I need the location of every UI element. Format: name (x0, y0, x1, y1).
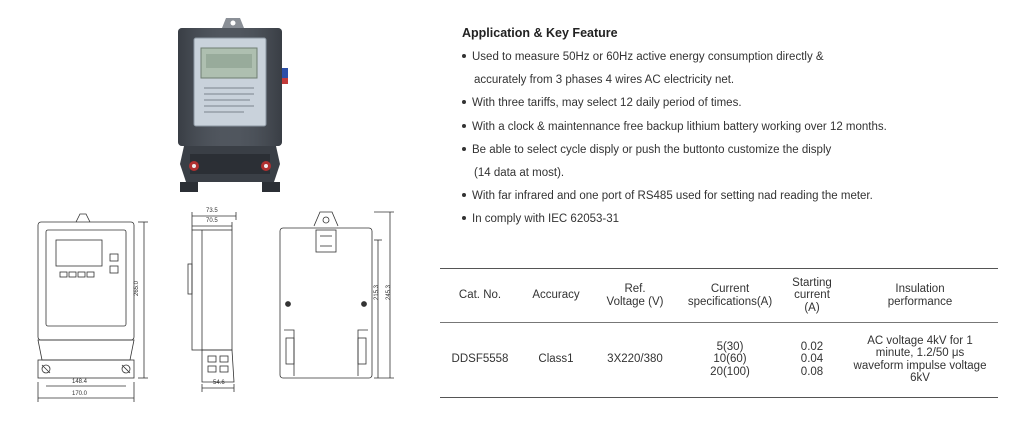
bullet-icon (462, 146, 466, 151)
feature-item: Be able to select cycle disply or push t… (462, 139, 1002, 162)
header-starting-current: Starting current (A) (792, 276, 832, 314)
bullet-icon (462, 216, 466, 221)
side-bottom-dimension: 54.6 (213, 380, 225, 386)
feature-item: Used to measure 50Hz or 60Hz active ener… (462, 46, 1002, 69)
feature-item: In comply with IEC 62053-31 (462, 208, 1002, 231)
side-view-drawing (187, 212, 237, 392)
bullet-icon (462, 193, 466, 198)
cell-cat-no: DDSF5558 (451, 353, 509, 366)
features-list: Used to measure 50Hz or 60Hz active ener… (462, 46, 1002, 232)
front-view-drawing (37, 213, 148, 402)
side-top-outer-dimension: 73.5 (206, 208, 218, 214)
back-view-drawing (279, 211, 394, 379)
cell-current-spec: 5(30) 10(60) 20(100) (710, 340, 750, 378)
header-ref-voltage: Ref. Voltage (V) (606, 283, 664, 308)
spec-table: Cat. No. Accuracy Ref. Voltage (V) Curre… (440, 268, 998, 398)
header-cat-no: Cat. No. (458, 289, 502, 302)
front-width-outer-dimension: 170.0 (72, 391, 88, 397)
features-section: Application & Key Feature Used to measur… (462, 26, 1002, 232)
features-title: Application & Key Feature (462, 26, 618, 40)
front-width-inner-dimension: 148.4 (72, 379, 88, 385)
bullet-icon (462, 100, 466, 105)
side-top-inner-dimension: 70.5 (206, 218, 218, 224)
meter-photo (178, 18, 288, 192)
cell-ref-voltage: 3X220/380 (607, 353, 663, 366)
back-height-outer-dimension: 245.3 (386, 284, 392, 300)
feature-item: With a clock & maintennance free backup … (462, 116, 1002, 139)
header-current-spec: Current specifications(A) (687, 283, 773, 308)
bullet-icon (462, 53, 466, 58)
table-row: DDSF5558 Class1 3X220/380 5(30) 10(60) 2… (440, 323, 998, 396)
cell-accuracy: Class1 (538, 353, 574, 366)
cell-starting-current: 0.02 0.04 0.08 (800, 340, 824, 378)
cell-insulation: AC voltage 4kV for 1 minute, 1.2/50 μs w… (853, 334, 987, 385)
front-height-dimension: 265.0 (134, 280, 140, 296)
feature-item: With three tariffs, may select 12 daily … (462, 92, 1002, 115)
bullet-icon (462, 123, 466, 128)
feature-item-continued: accurately from 3 phases 4 wires AC elec… (474, 74, 735, 87)
back-height-inner-dimension: 215.3 (374, 284, 380, 300)
feature-item-continued: (14 data at most). (474, 167, 565, 180)
header-accuracy: Accuracy (532, 289, 580, 302)
table-header-row: Cat. No. Accuracy Ref. Voltage (V) Curre… (440, 269, 998, 323)
header-insulation: Insulation performance (887, 283, 953, 308)
feature-item: With far infrared and one port of RS485 … (462, 185, 1002, 208)
